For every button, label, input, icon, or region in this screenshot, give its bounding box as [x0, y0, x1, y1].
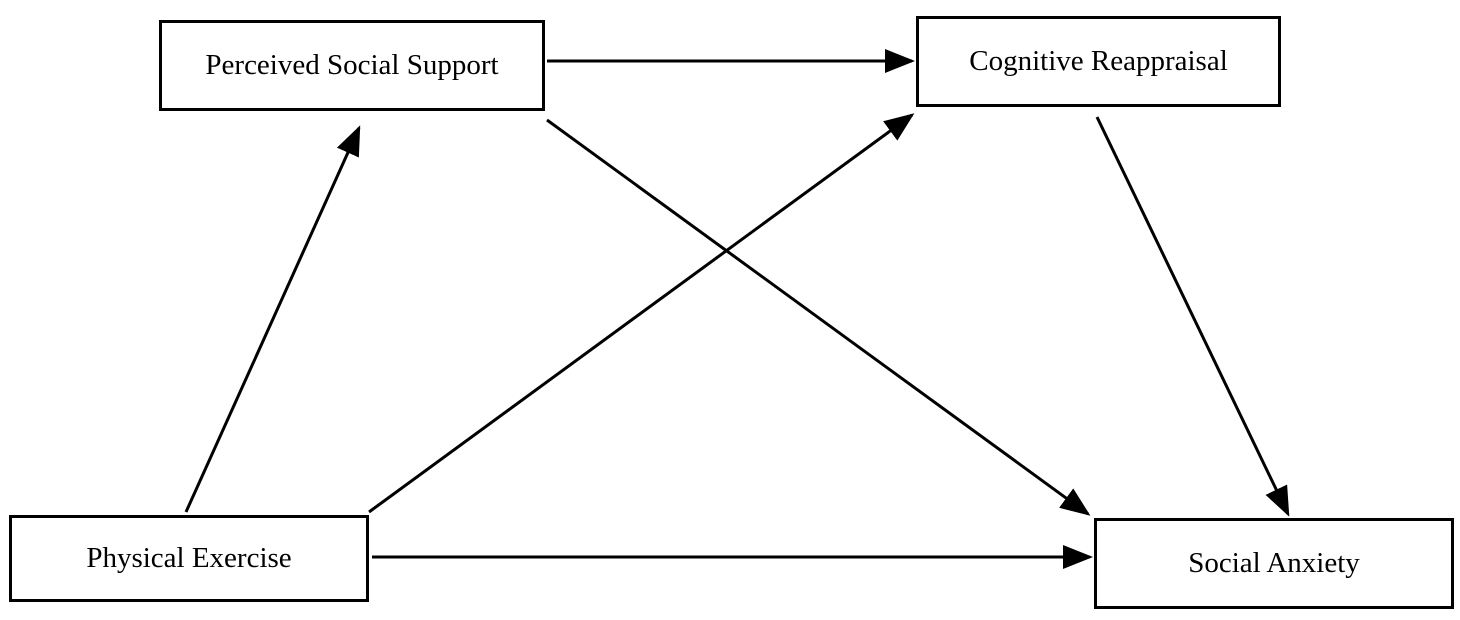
node-perceived-social-support: Perceived Social Support	[159, 20, 545, 111]
arrow-perceived-social-support-to-social-anxiety	[546, 118, 1091, 516]
arrow-cognitive-reappraisal-to-social-anxiety	[1095, 116, 1290, 517]
arrow-physical-exercise-to-cognitive-reappraisal	[368, 113, 915, 514]
node-label-physical-exercise: Physical Exercise	[86, 542, 292, 574]
node-physical-exercise: Physical Exercise	[9, 515, 369, 602]
arrow-physical-exercise-to-perceived-social-support	[184, 125, 361, 513]
node-social-anxiety: Social Anxiety	[1094, 518, 1454, 609]
node-cognitive-reappraisal: Cognitive Reappraisal	[916, 16, 1281, 107]
node-label-cognitive-reappraisal: Cognitive Reappraisal	[969, 45, 1228, 77]
node-label-social-anxiety: Social Anxiety	[1188, 547, 1360, 579]
node-label-perceived-social-support: Perceived Social Support	[205, 49, 499, 81]
